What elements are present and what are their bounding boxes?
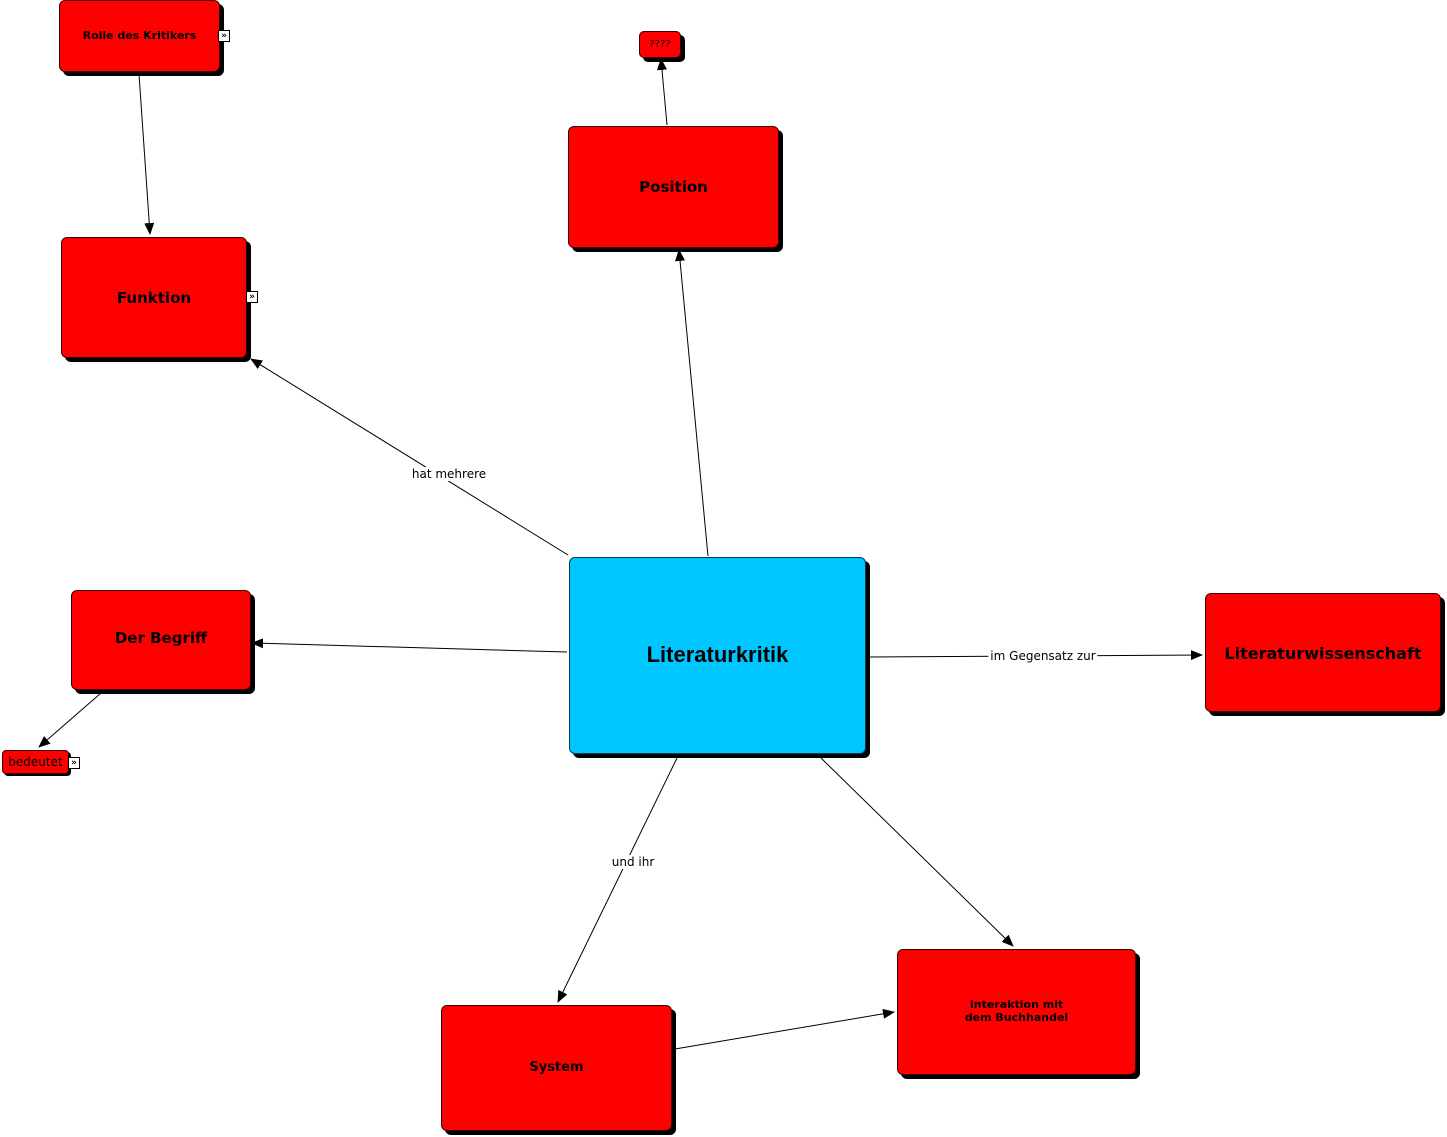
- link-position-fragezeichen: [657, 58, 668, 126]
- node-bedeutet[interactable]: bedeutet: [2, 750, 69, 774]
- node-position[interactable]: Position: [568, 126, 779, 248]
- link-literaturkritik-system: [557, 757, 678, 1003]
- edge-label-und-ihr: und ihr: [609, 855, 657, 869]
- node-label: System: [529, 1060, 584, 1076]
- node-literaturwissenschaft[interactable]: Literaturwissenschaft: [1205, 593, 1441, 712]
- node-system[interactable]: System: [441, 1005, 672, 1131]
- node-label: Interaktion mit dem Buchhandel: [964, 998, 1069, 1025]
- link-rolle-funktion: [133, 62, 155, 235]
- node-interaktion[interactable]: Interaktion mit dem Buchhandel: [897, 949, 1136, 1075]
- node-funktion[interactable]: Funktion: [61, 237, 247, 358]
- node-label: Literaturkritik: [646, 642, 789, 668]
- node-label: Der Begriff: [114, 629, 208, 647]
- node-rolle-des-kritikers[interactable]: Rolle des Kritikers: [59, 0, 220, 72]
- expand-icon[interactable]: »: [68, 757, 80, 769]
- link-literaturkritik-position: [675, 249, 709, 557]
- edge-label-hat-mehrere: hat mehrere: [409, 467, 489, 481]
- node-label: Literaturwissenschaft: [1224, 644, 1422, 663]
- node-fragezeichen[interactable]: ????: [639, 31, 681, 58]
- node-label: Position: [639, 178, 708, 196]
- link-system-interaktion: [663, 1008, 895, 1056]
- node-label: bedeutet: [8, 754, 63, 769]
- node-der-begriff[interactable]: Der Begriff: [71, 590, 251, 690]
- node-label: Funktion: [116, 288, 192, 307]
- node-literaturkritik[interactable]: Literaturkritik: [569, 557, 866, 754]
- link-begriff-bedeutet: [38, 692, 102, 748]
- expand-icon[interactable]: »: [218, 30, 230, 42]
- link-literaturkritik-funktion: [250, 358, 569, 556]
- expand-icon[interactable]: »: [246, 291, 258, 303]
- link-literaturkritik-begriff: [251, 638, 568, 653]
- edge-label-im-gegensatz-zur: im Gegensatz zur: [988, 649, 1098, 663]
- node-label: ????: [649, 38, 671, 50]
- link-literaturkritik-interaktion: [820, 757, 1014, 947]
- node-label: Rolle des Kritikers: [82, 29, 197, 43]
